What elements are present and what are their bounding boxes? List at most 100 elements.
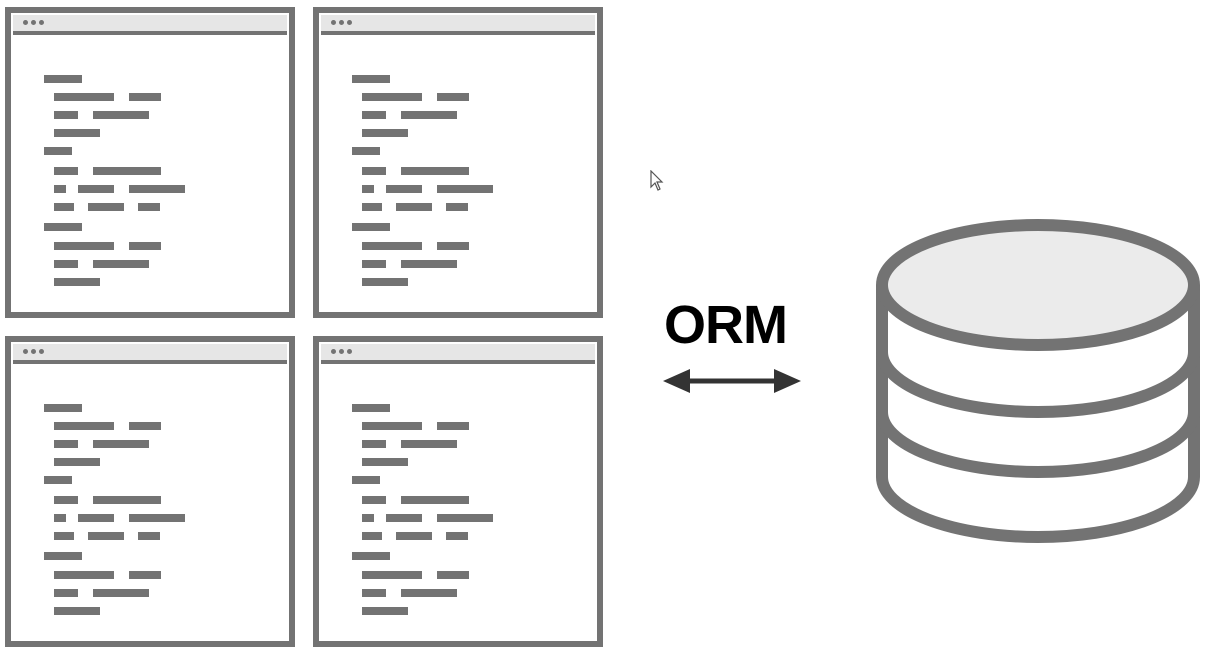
code-line (362, 532, 382, 540)
code-line (44, 147, 72, 155)
code-line (396, 203, 432, 211)
code-line (93, 496, 161, 504)
code-line (401, 167, 469, 175)
database-icon (876, 219, 1200, 543)
code-line (138, 203, 160, 211)
code-line (88, 532, 124, 540)
code-line (88, 203, 124, 211)
code-line (401, 589, 457, 597)
code-line (54, 458, 100, 466)
code-lines (319, 13, 597, 312)
code-line (44, 404, 82, 412)
code-line (362, 111, 386, 119)
code-line (93, 440, 149, 448)
code-line (362, 422, 422, 430)
code-line (129, 242, 161, 250)
code-line (352, 552, 390, 560)
code-line (78, 185, 114, 193)
code-line (44, 75, 82, 83)
code-window-bottom-left (5, 336, 295, 647)
code-line (54, 589, 78, 597)
window-dots-icon (331, 349, 352, 354)
code-line (352, 75, 390, 83)
code-line (437, 422, 469, 430)
code-window-top-right (313, 7, 603, 318)
code-line (352, 404, 390, 412)
code-line (362, 242, 422, 250)
code-line (54, 93, 114, 101)
code-line (437, 571, 469, 579)
code-line (78, 514, 114, 522)
code-line (362, 185, 374, 193)
code-window-bottom-right (313, 336, 603, 647)
code-line (54, 260, 78, 268)
code-line (44, 552, 82, 560)
code-line (362, 278, 408, 286)
code-line (54, 514, 66, 522)
code-line (54, 607, 100, 615)
code-line (362, 571, 422, 579)
code-line (396, 532, 432, 540)
window-dots-icon (23, 20, 44, 25)
code-line (401, 111, 457, 119)
code-line (54, 185, 66, 193)
code-line (437, 185, 493, 193)
code-line (54, 571, 114, 579)
code-lines (11, 342, 289, 641)
code-line (54, 203, 74, 211)
code-line (54, 167, 78, 175)
code-line (362, 167, 386, 175)
code-line (401, 496, 469, 504)
code-line (437, 93, 469, 101)
code-line (401, 440, 457, 448)
code-line (129, 571, 161, 579)
code-line (54, 532, 74, 540)
code-lines (11, 13, 289, 312)
code-line (93, 260, 149, 268)
code-line (54, 278, 100, 286)
code-line (54, 496, 78, 504)
code-line (129, 93, 161, 101)
code-line (352, 147, 380, 155)
code-line (437, 242, 469, 250)
code-line (386, 185, 422, 193)
code-line (129, 185, 185, 193)
code-line (362, 589, 386, 597)
code-line (93, 111, 149, 119)
code-line (93, 589, 149, 597)
code-line (93, 167, 161, 175)
code-line (129, 514, 185, 522)
code-line (44, 476, 72, 484)
window-titlebar (321, 344, 595, 364)
code-line (401, 260, 457, 268)
code-line (362, 496, 386, 504)
code-line (129, 422, 161, 430)
code-line (362, 129, 408, 137)
window-dots-icon (23, 349, 44, 354)
window-titlebar (13, 344, 287, 364)
code-line (54, 422, 114, 430)
code-line (386, 514, 422, 522)
code-line (446, 203, 468, 211)
window-titlebar (321, 15, 595, 35)
window-dots-icon (331, 20, 352, 25)
code-line (362, 514, 374, 522)
code-line (362, 260, 386, 268)
orm-label: ORM (664, 295, 788, 355)
code-line (138, 532, 160, 540)
code-line (362, 203, 382, 211)
code-line (362, 607, 408, 615)
code-line (54, 242, 114, 250)
code-line (54, 111, 78, 119)
code-window-top-left (5, 7, 295, 318)
code-line (446, 532, 468, 540)
double-arrow-icon (663, 369, 801, 393)
code-line (54, 440, 78, 448)
window-titlebar (13, 15, 287, 35)
code-line (54, 129, 100, 137)
code-line (352, 223, 390, 231)
cursor-icon (650, 170, 664, 191)
code-line (362, 458, 408, 466)
code-line (362, 440, 386, 448)
code-line (437, 514, 493, 522)
